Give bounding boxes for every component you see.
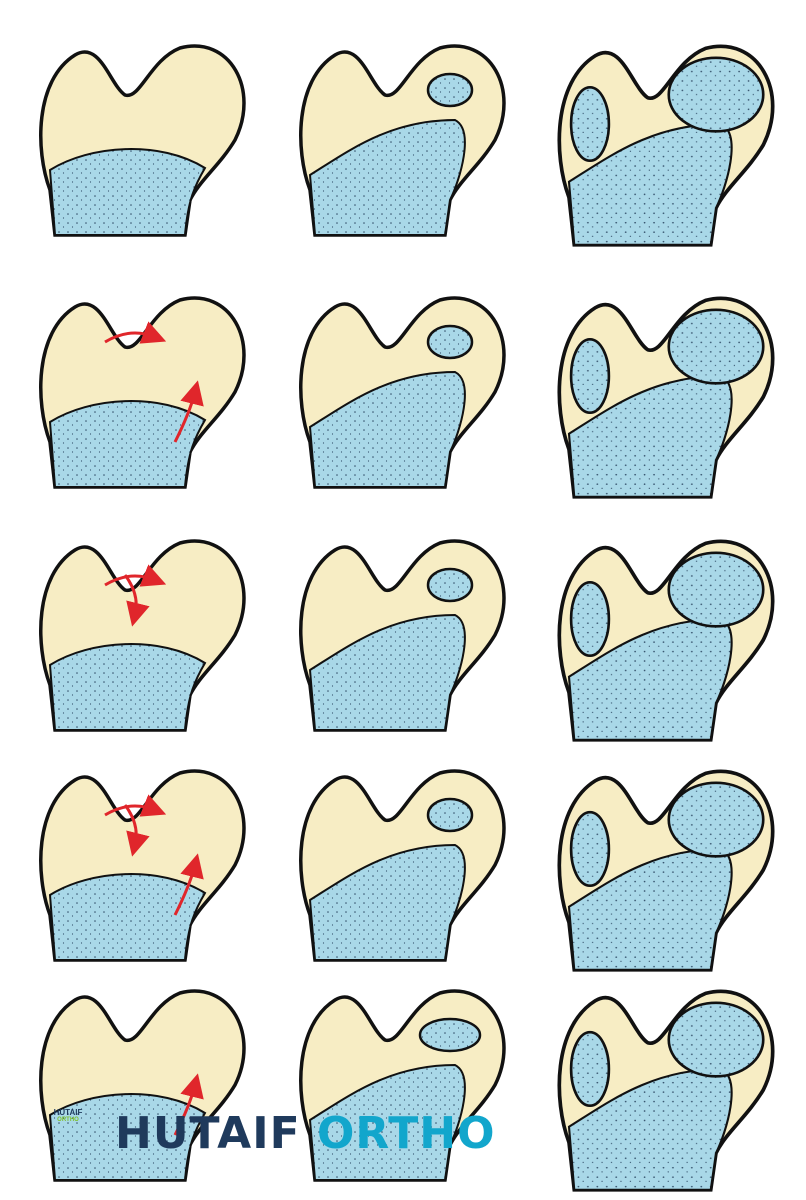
- diagram-r4-c1: [39, 769, 246, 962]
- metaphysis-bone: [49, 400, 206, 488]
- diagram-r1-c2: [299, 44, 506, 237]
- metaphysis-bone: [49, 873, 206, 961]
- trochanter-nucleus: [569, 810, 611, 888]
- diagram-r5-c3: [557, 989, 775, 1192]
- red-arrow: [173, 853, 204, 916]
- red-arrow: [123, 574, 150, 627]
- diagram-r1-c3: [557, 44, 775, 247]
- red-arrow: [173, 380, 204, 443]
- epiphyseal-nucleus: [667, 781, 765, 858]
- diagram-r2-c1: [39, 296, 246, 489]
- metaphysis-bone: [49, 148, 206, 236]
- diagram-r3-c1: [39, 539, 246, 732]
- red-arrow: [104, 794, 167, 817]
- red-arrow: [104, 564, 167, 587]
- watermark-part1: HUTAIF: [115, 1108, 301, 1159]
- diagram-r5-c1: [39, 989, 246, 1182]
- trochanter-nucleus: [569, 580, 611, 658]
- watermark: HUTAIF ORTHO: [115, 1108, 496, 1159]
- diagram-r1-c1: [39, 44, 246, 237]
- ossification-nucleus: [426, 72, 474, 108]
- diagram-r2-c2: [299, 296, 506, 489]
- diagram-r4-c2: [299, 769, 506, 962]
- watermark-part2: ORTHO: [316, 1108, 496, 1159]
- diagram-r5-c2: [299, 989, 506, 1182]
- metaphysis-bone: [49, 643, 206, 731]
- diagram-r3-c2: [299, 539, 506, 732]
- trochanter-nucleus: [569, 1030, 611, 1108]
- epiphyseal-nucleus: [667, 308, 765, 385]
- epiphyseal-nucleus: [667, 1001, 765, 1078]
- logo-subtext: ORTHO: [57, 1117, 79, 1123]
- logo-text: HUTAIF: [53, 1108, 83, 1117]
- diagram-r2-c3: [557, 296, 775, 499]
- ossification-nucleus: [426, 567, 474, 603]
- trochanter-nucleus: [569, 85, 611, 163]
- ossification-nucleus: [426, 797, 474, 833]
- ossification-nucleus: [418, 1017, 482, 1053]
- epiphyseal-nucleus: [667, 56, 765, 133]
- red-arrow: [104, 321, 167, 344]
- diagram-r3-c3: [557, 539, 775, 742]
- diagram-r4-c3: [557, 769, 775, 972]
- ossification-nucleus: [426, 324, 474, 360]
- red-arrow: [173, 1073, 204, 1136]
- red-arrow: [123, 804, 150, 857]
- epiphyseal-nucleus: [667, 551, 765, 628]
- trochanter-nucleus: [569, 337, 611, 415]
